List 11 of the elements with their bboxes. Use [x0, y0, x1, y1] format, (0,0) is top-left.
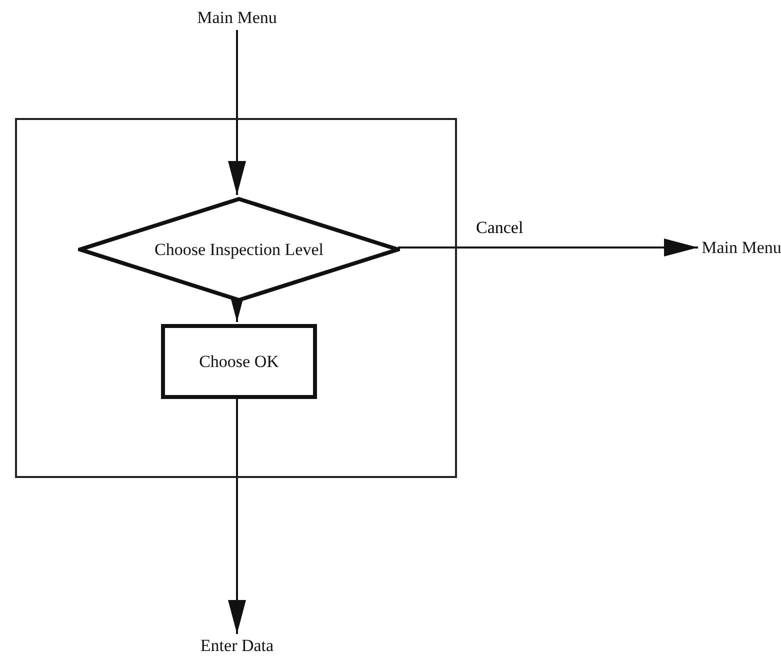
arrow [398, 238, 698, 256]
boundary-box [15, 118, 457, 478]
arrow [228, 397, 246, 634]
node-text: Choose Inspection Level [153, 238, 324, 260]
arrow [228, 30, 246, 195]
process-box [161, 324, 317, 399]
node-text: Choose OK [199, 350, 279, 372]
node-text: Main Menu [197, 7, 277, 29]
node-text: Enter Data [200, 635, 274, 657]
node-text: Main Menu [702, 237, 781, 259]
decision-diamond [78, 197, 400, 302]
